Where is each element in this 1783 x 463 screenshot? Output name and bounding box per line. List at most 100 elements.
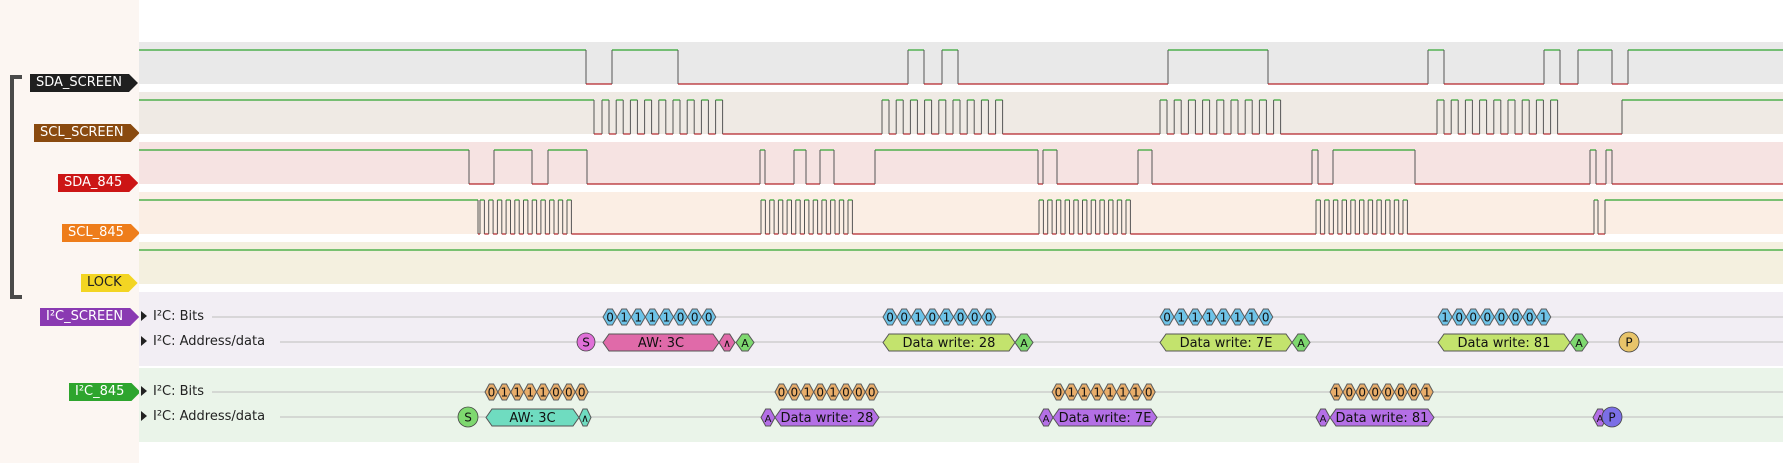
ack-marker-label: A	[1297, 337, 1305, 350]
lane-decoder-i2c-screen	[139, 292, 1783, 366]
lane-sda-screen	[139, 42, 1783, 84]
data-segment	[1329, 408, 1435, 427]
expand-triangle-icon[interactable]	[141, 386, 147, 396]
stop-marker	[1618, 331, 1640, 353]
timeline-header	[139, 0, 1783, 42]
bit-cell-label: 0	[705, 311, 713, 325]
bit-cell-label: 0	[691, 311, 699, 325]
lane-lock	[139, 242, 1783, 284]
rw-marker	[578, 408, 592, 427]
bit-cell-label: 1	[1093, 386, 1101, 400]
lane-sda-845	[139, 142, 1783, 184]
bit-cell-label: 0	[606, 311, 614, 325]
bit-cell	[701, 308, 717, 326]
start-marker-label: S	[464, 411, 472, 425]
bit-cell	[574, 383, 589, 401]
ack-marker-label: A	[1597, 414, 1604, 425]
bit-cell	[1258, 308, 1274, 326]
bit-cell-label: 0	[929, 311, 937, 325]
bit-cell-label: 0	[957, 311, 965, 325]
decoder-row-bits-screen[interactable]: I²C: Bits	[141, 309, 204, 324]
expand-triangle-icon[interactable]	[141, 336, 147, 346]
bit-cell-label: 1	[1220, 311, 1228, 325]
bit-cell-label: 0	[1384, 386, 1392, 400]
bit-cell-label: 0	[488, 386, 496, 400]
decoder-tag-i2c-845[interactable]: I²C_845	[69, 383, 140, 401]
bit-cell-label: 0	[971, 311, 979, 325]
bit-cell-label: 1	[1132, 386, 1140, 400]
bit-cell-label: 1	[1068, 386, 1076, 400]
bit-cell-label: 0	[868, 386, 876, 400]
bit-cell-label: 0	[1371, 386, 1379, 400]
bit-cell-label: 1	[1248, 311, 1256, 325]
bit-cell-label: 0	[1484, 311, 1492, 325]
ack-marker-label: A	[765, 414, 772, 425]
bit-cell-label: 1	[1423, 386, 1431, 400]
channel-tag-lock[interactable]: LOCK	[81, 274, 138, 292]
bit-cell-label: 0	[1455, 311, 1463, 325]
bit-cell	[1536, 308, 1552, 326]
bit-cell-label: 0	[816, 386, 824, 400]
bit-cell-label: 0	[565, 386, 573, 400]
bit-cell-label: 0	[578, 386, 586, 400]
bit-cell-label: 1	[914, 311, 922, 325]
bit-cell-label: 0	[1163, 311, 1171, 325]
bit-cell-label: 0	[778, 386, 786, 400]
ack-marker	[1569, 333, 1589, 352]
decoder-tag-i2c-screen[interactable]: I²C_SCREEN	[40, 308, 139, 326]
channel-tag-scl-screen[interactable]: SCL_SCREEN	[34, 124, 140, 142]
bit-cell-label: 0	[985, 311, 993, 325]
ack-marker	[735, 333, 755, 352]
start-marker	[576, 332, 596, 352]
stop-marker-label: P	[1608, 411, 1615, 425]
channel-tag-sda-845[interactable]: SDA_845	[58, 174, 138, 192]
bit-cell-label: 0	[1469, 311, 1477, 325]
decoder-row-data-screen[interactable]: I²C: Address/data	[141, 334, 265, 349]
bit-cell-label: 1	[943, 311, 951, 325]
data-segment-label: Data write: 81	[1458, 336, 1551, 351]
bit-cell	[864, 383, 879, 401]
rw-marker-label: ∧	[581, 412, 589, 425]
channel-tag-sda-screen[interactable]: SDA_SCREEN	[30, 74, 138, 92]
ack-marker	[1014, 333, 1034, 352]
bit-cell-label: 0	[1145, 386, 1153, 400]
bit-cell-label: 1	[1119, 386, 1127, 400]
expand-triangle-icon[interactable]	[141, 411, 147, 421]
bit-cell-label: 1	[634, 311, 642, 325]
ack-marker-label: A	[1575, 337, 1583, 350]
bit-cell-label: 1	[1206, 311, 1214, 325]
bit-cell-label: 0	[886, 311, 894, 325]
decoder-row-bits-845[interactable]: I²C: Bits	[141, 384, 204, 399]
bit-cell	[1141, 383, 1156, 401]
channel-tag-scl-845[interactable]: SCL_845	[62, 224, 140, 242]
bit-cell-label: 0	[1410, 386, 1418, 400]
lane-scl-screen	[139, 92, 1783, 134]
bit-cell	[981, 308, 997, 326]
bit-cell-label: 1	[1234, 311, 1242, 325]
bit-cell-label: 0	[842, 386, 850, 400]
data-segment	[1052, 408, 1158, 427]
data-segment	[774, 408, 880, 427]
bit-cell-label: 0	[1346, 386, 1354, 400]
expand-triangle-icon[interactable]	[141, 311, 147, 321]
bit-cell-label: 1	[501, 386, 509, 400]
ack-marker-label: A	[1020, 337, 1028, 350]
bit-cell-label: 1	[803, 386, 811, 400]
bit-cell-label: 1	[1441, 311, 1449, 325]
ack-marker-label: A	[741, 337, 749, 350]
decoder-row-data-845[interactable]: I²C: Address/data	[141, 409, 265, 424]
bit-cell-label: 1	[1080, 386, 1088, 400]
bit-cell-label: 0	[1526, 311, 1534, 325]
bit-cell-label: 0	[1262, 311, 1270, 325]
bit-cell-label: 1	[1191, 311, 1199, 325]
bit-cell-label: 1	[1333, 386, 1341, 400]
channel-group-bracket[interactable]	[10, 75, 22, 299]
rw-marker	[718, 333, 736, 352]
bit-cell-label: 0	[1055, 386, 1063, 400]
ack-marker	[1291, 333, 1311, 352]
address-segment-label: AW: 3C	[509, 411, 555, 426]
bit-cell-label: 1	[1177, 311, 1185, 325]
bit-cell-label: 0	[552, 386, 560, 400]
bit-cell-label: 1	[829, 386, 837, 400]
